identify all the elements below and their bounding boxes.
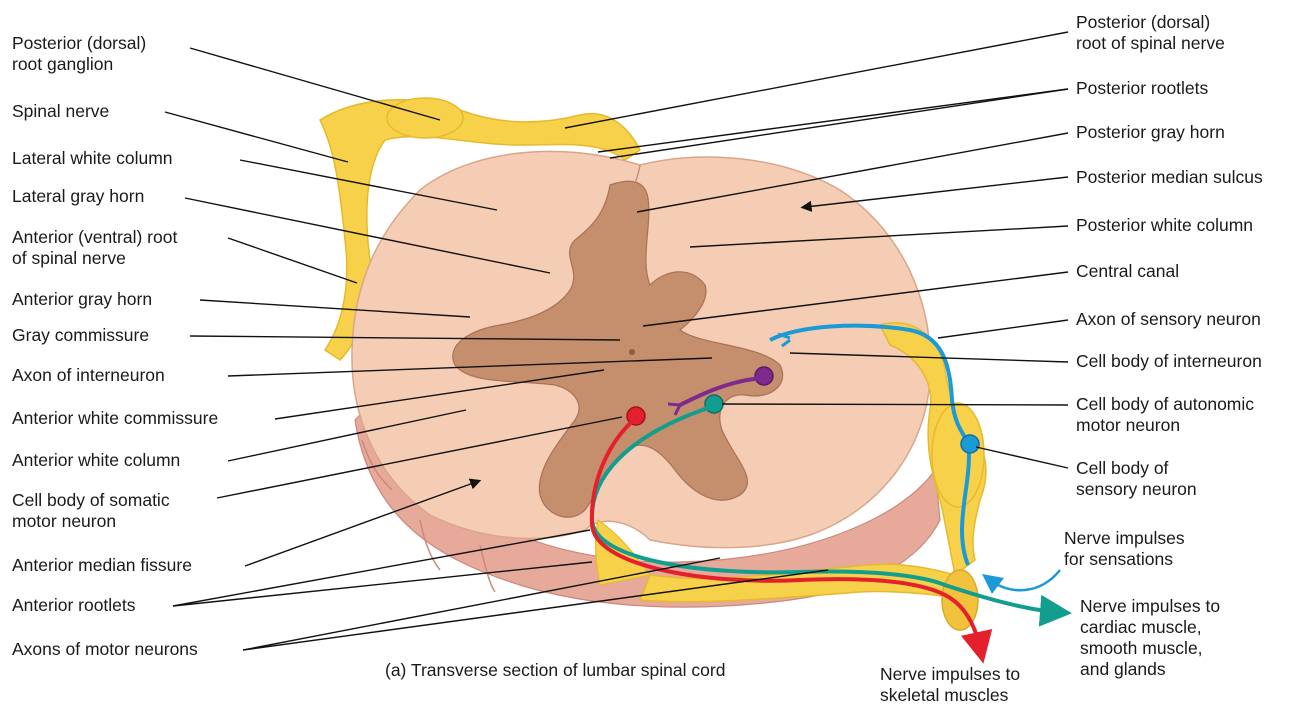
autonomic-motor-cell-body xyxy=(705,395,723,413)
label-axon-of-sensory-neuron: Axon of sensory neuron xyxy=(1076,309,1261,330)
label-lateral-white-column: Lateral white column xyxy=(12,148,173,169)
label-posterior-gray-horn: Posterior gray horn xyxy=(1076,122,1225,143)
label-axon-of-interneuron: Axon of interneuron xyxy=(12,365,165,386)
label-cell-body-interneuron: Cell body of interneuron xyxy=(1076,351,1262,372)
interneuron-cell-body xyxy=(755,367,773,385)
label-anterior-gray-horn: Anterior gray horn xyxy=(12,289,152,310)
label-central-canal: Central canal xyxy=(1076,261,1179,282)
label-anterior-white-commissure: Anterior white commissure xyxy=(12,408,218,429)
sensory-cell-body xyxy=(961,435,979,453)
central-canal-mark xyxy=(629,349,635,355)
label-posterior-root-ganglion: Posterior (dorsal)root ganglion xyxy=(12,33,146,75)
label-anterior-median-fissure: Anterior median fissure xyxy=(12,555,192,576)
label-spinal-nerve: Spinal nerve xyxy=(12,101,109,122)
label-anterior-rootlets: Anterior rootlets xyxy=(12,595,136,616)
label-gray-commissure: Gray commissure xyxy=(12,325,149,346)
label-anterior-white-column: Anterior white column xyxy=(12,450,180,471)
label-posterior-rootlets: Posterior rootlets xyxy=(1076,78,1208,99)
figure-caption: (a) Transverse section of lumbar spinal … xyxy=(385,660,725,681)
label-posterior-white-column: Posterior white column xyxy=(1076,215,1253,236)
label-axons-of-motor-neurons: Axons of motor neurons xyxy=(12,639,198,660)
label-posterior-median-sulcus: Posterior median sulcus xyxy=(1076,167,1263,188)
label-posterior-root-spinal-nerve: Posterior (dorsal)root of spinal nerve xyxy=(1076,12,1225,54)
label-lateral-gray-horn: Lateral gray horn xyxy=(12,186,144,207)
